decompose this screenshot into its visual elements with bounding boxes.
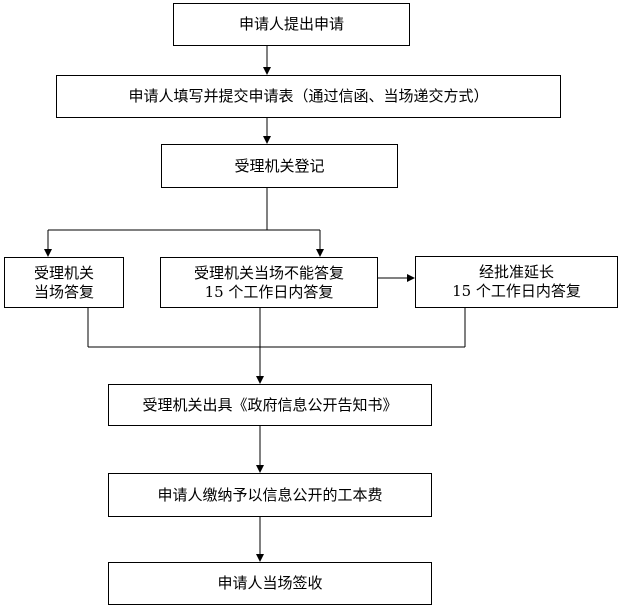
node-extension-line1: 经批准延长 <box>478 263 554 281</box>
node-cannot-reply-line1: 受理机关当场不能答复 <box>193 263 344 282</box>
node-onsite-reply-line2: 当场答复 <box>33 282 94 301</box>
node-cannot-reply: 受理机关当场不能答复 15 个工作日内答复 <box>160 257 378 308</box>
node-onsite-reply-line1: 受理机关 <box>33 263 94 282</box>
node-onsite-reply: 受理机关 当场答复 <box>4 257 124 308</box>
node-extension: 经批准延长 15 个工作日内答复 <box>415 256 618 308</box>
node-cannot-reply-line2: 15 个工作日内答复 <box>204 282 334 301</box>
node-fill-form: 申请人填写并提交申请表（通过信函、当场递交方式） <box>56 75 561 118</box>
node-issue-notice: 受理机关出具《政府信息公开告知书》 <box>108 384 432 426</box>
node-pay-fee: 申请人缴纳予以信息公开的工本费 <box>108 473 432 517</box>
node-apply-label: 申请人提出申请 <box>238 15 344 33</box>
node-pay-fee-label: 申请人缴纳予以信息公开的工本费 <box>157 485 383 504</box>
node-issue-notice-label: 受理机关出具《政府信息公开告知书》 <box>142 395 398 414</box>
node-register: 受理机关登记 <box>161 144 398 188</box>
node-extension-line2: 15 个工作日内答复 <box>452 282 581 300</box>
node-sign: 申请人当场签收 <box>108 562 432 605</box>
node-register-label: 受理机关登记 <box>234 156 325 175</box>
node-sign-label: 申请人当场签收 <box>217 574 323 592</box>
node-fill-form-label: 申请人填写并提交申请表（通过信函、当场递交方式） <box>128 87 489 105</box>
node-apply: 申请人提出申请 <box>173 3 410 46</box>
